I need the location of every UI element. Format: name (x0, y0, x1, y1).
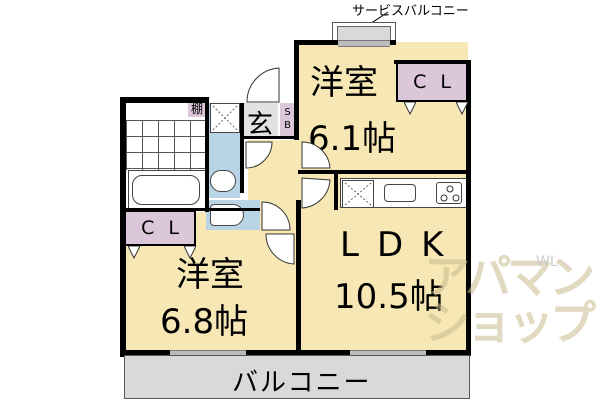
wall (294, 40, 299, 140)
wash-basin (210, 170, 236, 192)
entrance-floor (244, 103, 278, 136)
door-swing-ldk (301, 177, 331, 209)
closet-door-marker (404, 102, 416, 116)
wall (466, 60, 471, 356)
wall (120, 97, 126, 357)
kitchen-sink (384, 184, 416, 202)
shelf-label: 棚 (188, 101, 206, 117)
fridge-x-icon (344, 182, 372, 206)
door-swing-western-bottom (265, 233, 295, 265)
door-swing-western-top (301, 141, 331, 169)
western-room-top-name: 洋室 (310, 63, 378, 103)
door-swing-washroom (245, 141, 273, 169)
entrance-label: 玄 (247, 110, 274, 140)
western-room-bottom-size: 6.8帖 (160, 302, 249, 342)
shoe-box: S B (280, 103, 295, 136)
closet-bottom: CL (124, 210, 196, 246)
watermark-small: WL (536, 254, 558, 270)
wall (124, 208, 260, 211)
front-door-swing (246, 67, 280, 103)
wall (205, 97, 209, 212)
wall (394, 60, 470, 64)
washing-machine-x-icon (212, 105, 238, 131)
washing-machine-space (210, 103, 240, 133)
watermark-line2: ショップ (424, 296, 596, 350)
ldk-size: 10.5帖 (334, 277, 444, 317)
wall (120, 97, 206, 103)
balcony (124, 355, 470, 399)
watermark-line1: アパマン (424, 250, 595, 304)
western-room-bottom-name: 洋室 (176, 255, 244, 295)
wall (244, 136, 298, 139)
wall (334, 174, 338, 210)
service-balcony-label: サービスバルコニー (352, 4, 469, 19)
closet-door-marker (456, 102, 468, 116)
stove (436, 182, 462, 204)
balcony-label: バルコニー (232, 368, 372, 398)
bathtub-inner (132, 175, 200, 205)
shoe-box-b: B (284, 120, 291, 131)
closet-top: CL (396, 62, 468, 102)
window-service-balcony (338, 40, 390, 47)
door-swing-toilet (261, 201, 291, 231)
ldk-name: LDK (340, 225, 462, 265)
closet-door-marker (128, 246, 140, 260)
stove-burner-icon (440, 185, 460, 202)
closet-door-marker (184, 246, 196, 260)
wall (298, 170, 468, 174)
fridge-space (342, 180, 374, 208)
bathroom-tiles (126, 120, 206, 170)
wall (240, 103, 244, 193)
shoe-box-s: S (284, 107, 291, 118)
wall (120, 350, 470, 355)
wall (296, 200, 301, 352)
